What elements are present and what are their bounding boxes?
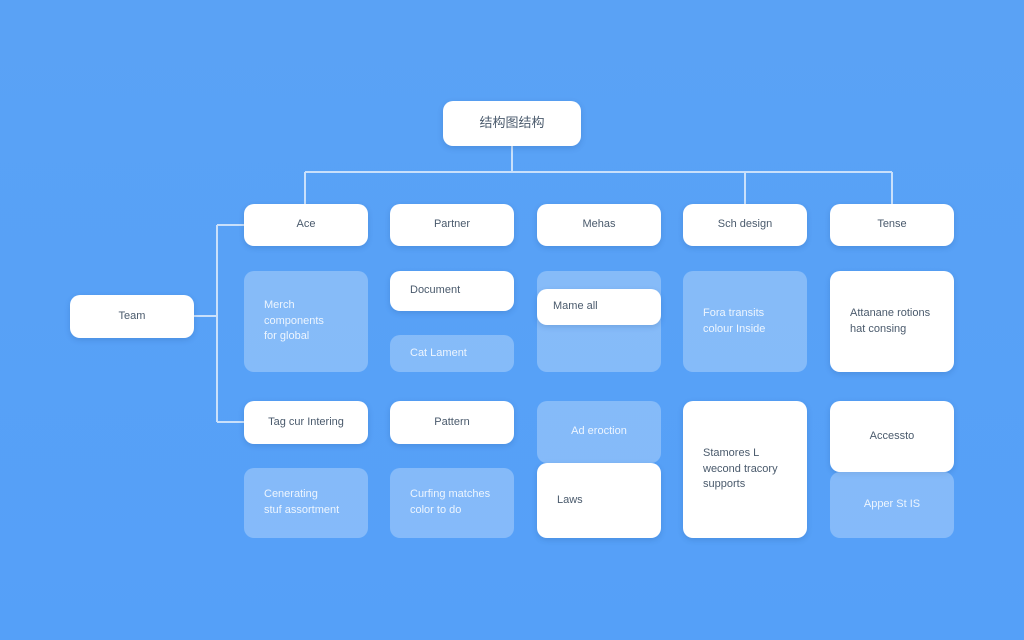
card-col2-row2[interactable]: Cat Lament [390, 335, 514, 372]
card-col3-row3-label: Laws [557, 493, 583, 506]
card-col3-row1-label: Mame all [553, 300, 598, 313]
card-col1-row2[interactable]: Tag cur Intering [244, 401, 368, 444]
diagram-title: 结构图结构 [479, 115, 545, 131]
card-col2-row2-label: Cat Lament [410, 346, 467, 359]
card-col2-row1[interactable]: Document [390, 271, 514, 311]
card-col4-row1-label: Fora transits colour Inside [703, 306, 766, 335]
card-col5-row1[interactable]: Attanane rotions hat consing [830, 271, 954, 372]
card-col2-row3-label: Pattern [434, 415, 470, 428]
card-col5-row3[interactable]: Apper St IS [830, 472, 954, 538]
card-col1-row1[interactable]: Merch components for global [244, 271, 368, 372]
category-node-2[interactable]: Partner [390, 204, 514, 246]
card-col1-row2-label: Tag cur Intering [268, 415, 344, 428]
card-col3-row2-label: Ad eroction [571, 425, 627, 438]
card-col3-row3[interactable]: Laws [537, 463, 661, 538]
category-node-5[interactable]: Tense [830, 204, 954, 246]
root-node[interactable]: Team [70, 295, 194, 338]
card-col1-row3[interactable]: Cenerating stuf assortment [244, 468, 368, 538]
card-col5-row1-label: Attanane rotions hat consing [850, 306, 931, 335]
card-col4-row2[interactable]: Stamores L wecond tracory supports [683, 401, 807, 538]
card-col1-row3-label: Cenerating stuf assortment [264, 488, 340, 516]
category-node-4[interactable]: Sch design [683, 204, 807, 246]
card-col4-row1[interactable]: Fora transits colour Inside [683, 271, 807, 372]
card-col5-row2-label: Accessto [869, 429, 915, 442]
card-col5-row3-label: Apper St IS [863, 498, 921, 511]
card-col4-row2-label: Stamores L wecond tracory supports [703, 446, 778, 491]
category-label-5: Tense [877, 218, 907, 231]
root-node-label: Team [118, 309, 146, 322]
card-col2-row4[interactable]: Curfing matches color to do [390, 468, 514, 538]
category-label-3: Mehas [582, 218, 616, 231]
category-node-3[interactable]: Mehas [537, 204, 661, 246]
card-col2-row1-label: Document [410, 284, 461, 297]
category-label-2: Partner [433, 218, 471, 231]
card-col1-row1-label: Merch components for global [264, 298, 324, 343]
card-col3-row2[interactable]: Ad eroction [537, 401, 661, 463]
card-col5-row2[interactable]: Accessto [830, 401, 954, 472]
category-label-4: Sch design [717, 218, 773, 231]
diagram-title-node[interactable]: 结构图结构 [443, 101, 581, 146]
category-node-1[interactable]: Ace [244, 204, 368, 246]
card-col3-row1[interactable]: Mame all [537, 289, 661, 325]
category-label-1: Ace [296, 218, 316, 231]
card-col2-row3[interactable]: Pattern [390, 401, 514, 444]
card-col2-row4-label: Curfing matches color to do [410, 488, 491, 516]
